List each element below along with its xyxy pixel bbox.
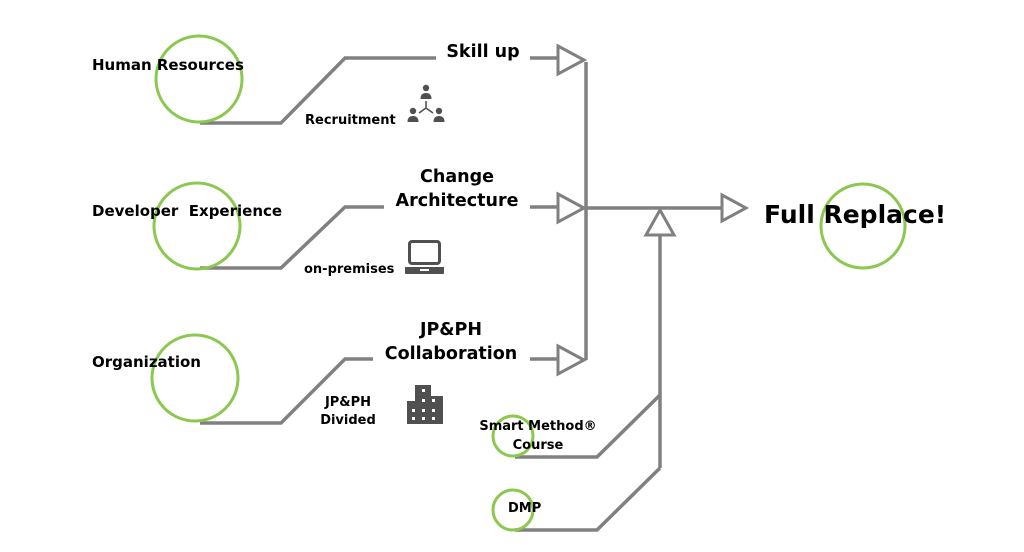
from-state-recruitment: Recruitment	[305, 113, 396, 128]
circle-smart-method	[491, 414, 535, 458]
source-label-organization: Organization	[92, 353, 201, 371]
circle-dmp	[491, 488, 535, 532]
to-state-change-architecture-line2: Architecture	[396, 191, 519, 211]
building-icon	[407, 385, 443, 424]
arrow-enablers-up	[643, 206, 677, 237]
enabler-dmp: DMP	[508, 501, 541, 516]
enabler-smart-method-line1: Smart Method®	[479, 419, 596, 434]
source-label-developer-experience: Developer Experience	[92, 202, 282, 220]
people-network-icon	[407, 84, 445, 122]
source-label-human-resources: Human Resources	[92, 56, 244, 74]
circle-developer-experience	[152, 181, 242, 271]
to-state-change-architecture-line1: Change	[420, 167, 494, 187]
arrow-change-architecture	[556, 191, 588, 225]
circle-full-replace	[819, 182, 907, 270]
circle-human-resources	[154, 34, 244, 124]
arrow-skill-up	[556, 43, 588, 77]
goal-full-replace: Full Replace!	[764, 200, 946, 229]
laptop-icon	[405, 240, 444, 274]
arrowheads	[556, 43, 750, 377]
highlight-circles	[150, 34, 907, 532]
connector-dmp	[515, 466, 662, 532]
to-state-collaboration-line2: Collaboration	[385, 344, 518, 364]
from-state-jpph-divided-line2: Divided	[320, 413, 376, 428]
enabler-smart-method-line2: Course	[513, 438, 564, 453]
arrow-full-replace	[720, 192, 750, 224]
connector-org	[200, 357, 373, 425]
from-state-on-premises: on-premises	[304, 262, 395, 277]
arrow-collaboration	[556, 343, 588, 377]
connector-smart	[515, 393, 662, 459]
to-state-skill-up: Skill up	[446, 42, 519, 62]
connector-hr	[200, 56, 436, 125]
connector-dx	[200, 205, 384, 270]
connectors	[200, 56, 722, 532]
to-state-collaboration-line1: JP&PH	[419, 320, 482, 340]
from-state-jpph-divided-line1: JP&PH	[324, 395, 371, 410]
circle-organization	[150, 333, 240, 423]
